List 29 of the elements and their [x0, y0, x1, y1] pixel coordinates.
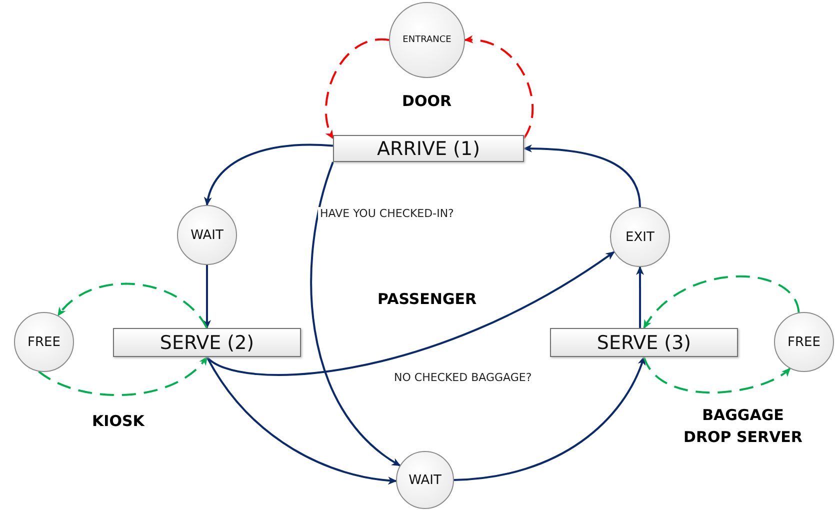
state-circle: FREE	[774, 312, 834, 372]
dashed-arrow	[38, 356, 208, 396]
dashed-arrow	[57, 282, 208, 329]
state-box: SERVE (2)	[113, 328, 301, 357]
region-label: KIOSK	[92, 412, 144, 430]
arrow	[203, 265, 211, 329]
arrow	[206, 356, 398, 484]
arrow	[204, 144, 334, 206]
state-circle: WAIT	[396, 451, 454, 509]
edge-label: NO CHECKED BAGGAGE?	[392, 371, 534, 384]
state-box: ARRIVE (1)	[333, 135, 524, 162]
region-label: BAGGAGE DROP SERVER	[682, 405, 804, 448]
arrow	[636, 266, 644, 328]
edge-label: HAVE YOU CHECKED-IN?	[318, 207, 456, 220]
region-label: PASSENGER	[378, 290, 477, 308]
dashed-arrow	[643, 276, 800, 329]
region-label: DOOR	[402, 92, 452, 110]
state-circle: EXIT	[610, 207, 670, 267]
state-circle: FREE	[14, 312, 74, 372]
state-circle: ENTRANCE	[389, 2, 465, 78]
dashed-arrow	[325, 38, 390, 140]
state-circle: WAIT	[177, 205, 237, 265]
arrow	[310, 162, 401, 466]
dashed-arrow	[464, 36, 534, 139]
arrow	[523, 144, 641, 208]
arrow	[206, 251, 615, 376]
arrow	[454, 356, 645, 481]
state-box: SERVE (3)	[550, 328, 738, 357]
dashed-arrow	[643, 356, 791, 394]
